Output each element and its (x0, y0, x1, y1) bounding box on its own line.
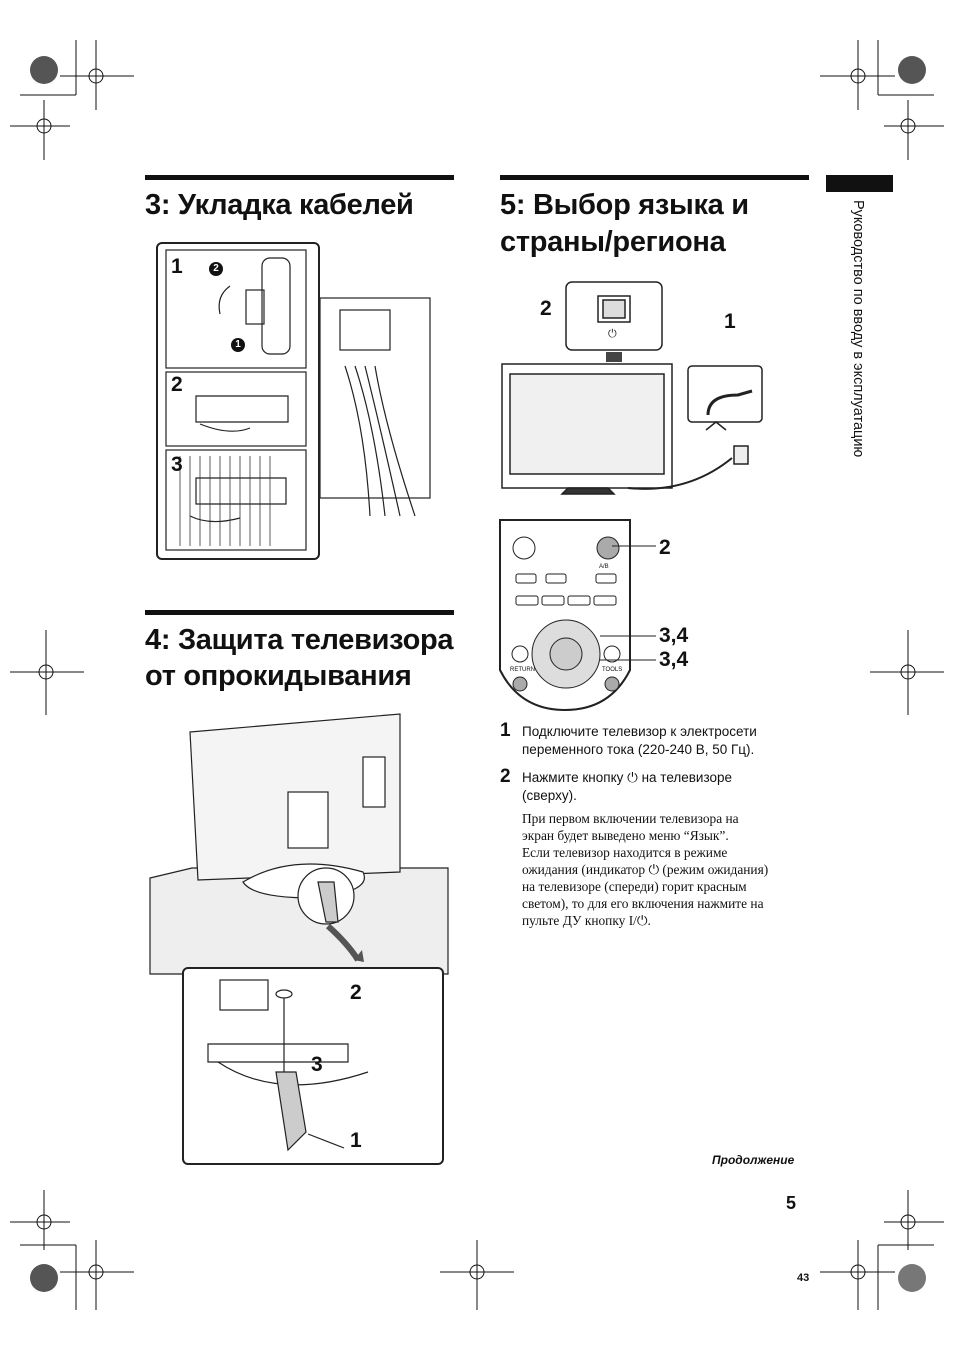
continued-label: Продолжение (712, 1153, 795, 1167)
section5-title-line2: страны/региона (500, 226, 726, 258)
tv-power-illustration: ⏻ (501, 281, 763, 495)
sheet-number: 43 (797, 1272, 810, 1284)
page-number: 5 (786, 1193, 797, 1213)
section4-rule (145, 610, 454, 615)
remote-power-label: 2 (659, 536, 671, 559)
note-line-6: светом), то для его включения нажмите на (522, 896, 764, 911)
remote-return-text: RETURN (510, 667, 535, 673)
note-line-5: на телевизоре (спереди) горит красным (522, 879, 747, 894)
section3-title: 3: Укладка кабелей (145, 189, 414, 221)
note-line-1: При первом включении телевизора на (522, 811, 739, 826)
remote-nav-label-2: 3,4 (659, 648, 689, 671)
step-1-text-line2: переменного тока (220-240 В, 50 Гц). (522, 742, 755, 757)
cable-steps-frame (156, 242, 320, 560)
step-2-number: 2 (500, 766, 511, 787)
tv-button-label: 2 (540, 297, 552, 320)
tv-stand-illustration (149, 713, 449, 1165)
cable-step-2-label: 2 (171, 373, 183, 396)
section4-title-line1: 4: Защита телевизора (145, 624, 454, 656)
section5-rule (500, 175, 809, 180)
stand-step-2-label: 2 (350, 981, 362, 1004)
stand-step-1-label: 1 (350, 1129, 362, 1152)
sidebar-text: Руководство по вводу в эксплуатацию (850, 200, 866, 458)
svg-text:⏻: ⏻ (608, 327, 617, 340)
plug-label: 1 (724, 310, 736, 333)
stand-step-3-label: 3 (311, 1053, 323, 1076)
remote-callout-lines (600, 545, 656, 661)
cable-step-1-label: 1 (171, 255, 183, 278)
step-2-text-line2: (сверху). (522, 788, 577, 803)
note-line-2: экран будет выведено меню “Язык”. (522, 828, 729, 843)
remote-illustration (499, 519, 631, 712)
remote-ab-text: A/B (599, 564, 609, 570)
sidebar-label: Руководство по вводу в эксплуатацию (846, 200, 866, 560)
cable-illustration (165, 249, 431, 551)
section5-title-line1: 5: Выбор языка и (500, 189, 749, 221)
note-line-3: Если телевизор находится в режиме (522, 845, 728, 860)
section4-title-line2: от опрокидывания (145, 660, 412, 692)
note-line-4: ожидания (индикатор ⏻ (режим ожидания) (522, 862, 769, 877)
badge-2: 2 (209, 262, 223, 276)
step-1-text-line1: Подключите телевизор к электросети (522, 724, 757, 739)
step-1-number: 1 (500, 720, 511, 741)
section3-rule (145, 175, 454, 180)
sidebar-tab (826, 175, 893, 192)
step-2-text-line1: Нажмите кнопку ⏻ на телевизоре (522, 770, 733, 785)
badge-1: 1 (231, 338, 245, 352)
cable-step-3-label: 3 (171, 453, 183, 476)
note-line-7: пульте ДУ кнопку I/⏻. (522, 913, 651, 928)
remote-nav-label-1: 3,4 (659, 624, 689, 647)
remote-tools-text: TOOLS (602, 667, 623, 673)
